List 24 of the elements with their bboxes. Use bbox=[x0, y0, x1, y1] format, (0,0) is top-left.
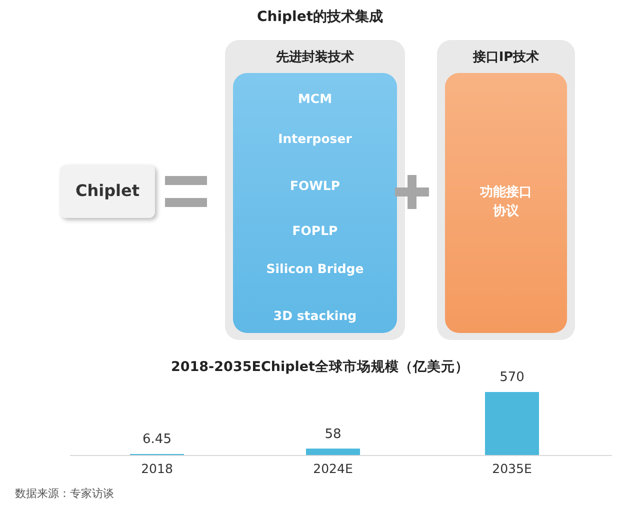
value-label: 570 bbox=[498, 370, 526, 385]
value-label: 6.45 bbox=[142, 432, 172, 447]
list-item: FOWLP bbox=[288, 178, 342, 194]
list-panel bbox=[445, 73, 567, 333]
list-item: FOPLP bbox=[291, 223, 339, 239]
node-label: Chiplet bbox=[74, 181, 141, 200]
chiplet-box bbox=[60, 165, 155, 218]
panel-heading: 接口IP技术 bbox=[472, 48, 540, 66]
panel-box bbox=[225, 40, 405, 340]
panel-box bbox=[437, 40, 575, 340]
chart-title: 2018-2035EChiplet全球市场规模（亿美元） bbox=[170, 358, 470, 376]
diagram-title: Chiplet的技术集成 bbox=[256, 8, 384, 26]
panel-text: 功能接口协议 bbox=[479, 184, 533, 221]
panel-heading: 先进封装技术 bbox=[274, 49, 355, 66]
axis-label: 2018 bbox=[140, 461, 174, 476]
list-panel bbox=[233, 73, 397, 333]
list-item: 3D stacking bbox=[272, 308, 358, 324]
list-item: MCM bbox=[296, 91, 334, 107]
list-item: Silicon Bridge bbox=[265, 261, 365, 277]
list-item: Interposer bbox=[277, 131, 353, 147]
value-label: 58 bbox=[324, 426, 342, 442]
axis-label: 2024E bbox=[312, 461, 354, 476]
axis-label: 2035E bbox=[491, 461, 533, 476]
source-note: 数据来源：专家访谈 bbox=[15, 486, 114, 501]
